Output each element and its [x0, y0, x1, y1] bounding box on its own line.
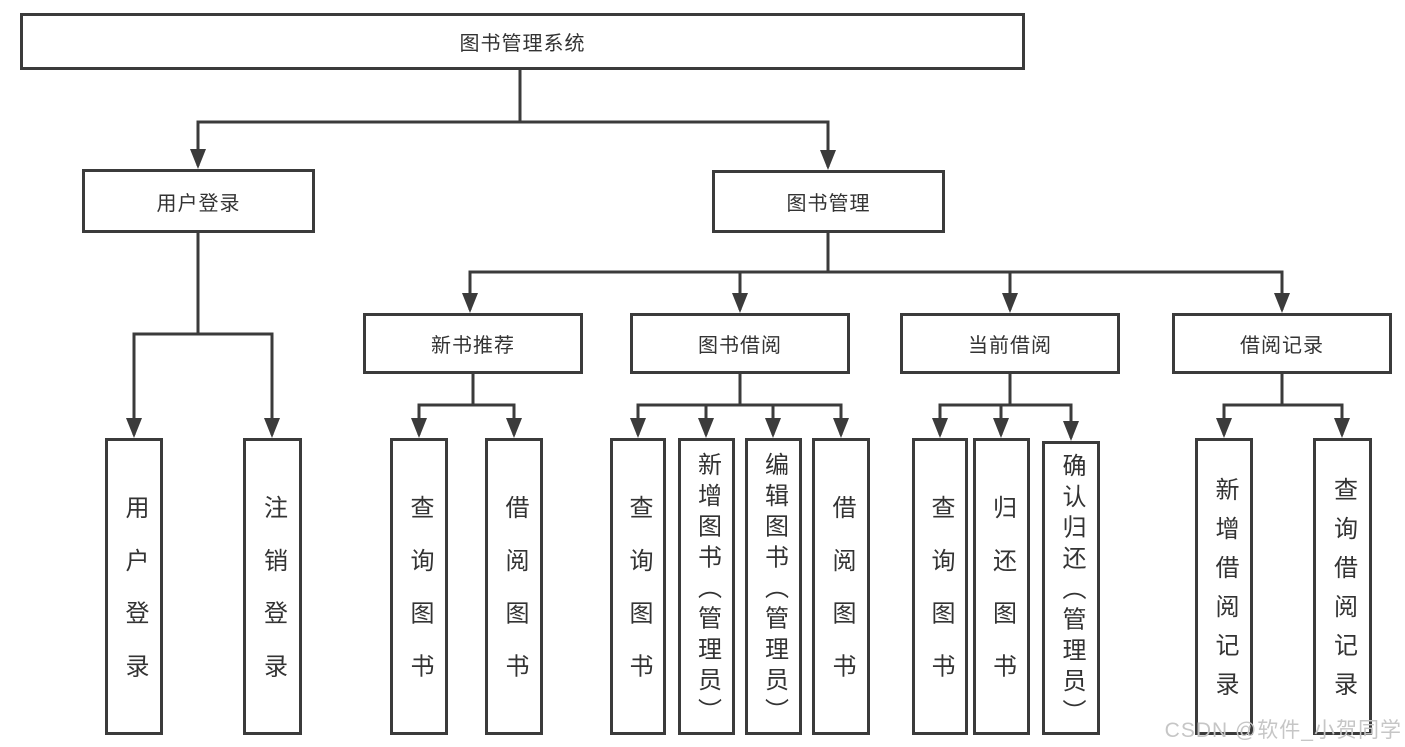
leaf-bb-borrow-books-label: 借阅图书: [828, 495, 855, 707]
leaf-cb-query-books-label: 查询图书: [927, 495, 954, 707]
leaf-bb-add-books-admin: 新增图书（管理员）: [678, 438, 735, 735]
leaf-cb-confirm-return-admin-label: 确认归还（管理员）: [1058, 453, 1085, 730]
leaf-user-login-label: 用户登录: [121, 495, 148, 707]
node-book-borrowing-label: 图书借阅: [698, 335, 782, 357]
leaf-logout-label: 注销登录: [259, 495, 287, 707]
leaf-rec-borrow-books: 借阅图书: [485, 438, 543, 735]
leaf-bb-edit-books-admin: 编辑图书（管理员）: [745, 438, 802, 735]
leaf-cb-query-books: 查询图书: [912, 438, 968, 735]
node-root: 图书管理系统: [20, 13, 1025, 70]
leaf-rec-query-books-label: 查询图书: [406, 495, 433, 707]
leaf-bb-edit-books-admin-label: 编辑图书（管理员）: [760, 451, 788, 729]
node-current-borrowing-label: 当前借阅: [968, 335, 1052, 357]
node-borrowing-records-label: 借阅记录: [1240, 335, 1324, 357]
node-current-borrowing: 当前借阅: [900, 313, 1120, 374]
leaf-br-add-record-label: 新增借阅记录: [1211, 477, 1238, 711]
node-user-login: 用户登录: [82, 169, 315, 233]
leaf-bb-borrow-books: 借阅图书: [812, 438, 870, 735]
node-root-label: 图书管理系统: [459, 33, 586, 55]
node-book-borrowing: 图书借阅: [630, 313, 850, 374]
node-borrowing-records: 借阅记录: [1172, 313, 1392, 374]
leaf-cb-confirm-return-admin: 确认归还（管理员）: [1042, 441, 1100, 735]
leaf-bb-query-books-label: 查询图书: [625, 495, 652, 707]
leaf-user-login: 用户登录: [105, 438, 163, 735]
node-new-book-recommendation: 新书推荐: [363, 313, 583, 374]
leaf-cb-return-books-label: 归还图书: [988, 495, 1016, 707]
node-user-login-label: 用户登录: [156, 192, 241, 215]
node-book-management-label: 图书管理: [786, 193, 871, 215]
node-new-book-recommendation-label: 新书推荐: [431, 335, 515, 357]
leaf-rec-query-books: 查询图书: [390, 438, 448, 735]
leaf-br-query-record: 查询借阅记录: [1313, 438, 1372, 735]
leaf-bb-query-books: 查询图书: [610, 438, 666, 735]
leaf-br-add-record: 新增借阅记录: [1195, 438, 1253, 735]
leaf-rec-borrow-books-label: 借阅图书: [501, 495, 528, 707]
watermark: CSDN @软件_小贺同学: [1164, 719, 1402, 742]
leaf-bb-add-books-admin-label: 新增图书（管理员）: [693, 451, 721, 729]
leaf-logout: 注销登录: [243, 438, 302, 735]
leaf-br-query-record-label: 查询借阅记录: [1329, 477, 1357, 711]
leaf-cb-return-books: 归还图书: [973, 438, 1030, 735]
node-book-management: 图书管理: [712, 170, 945, 233]
